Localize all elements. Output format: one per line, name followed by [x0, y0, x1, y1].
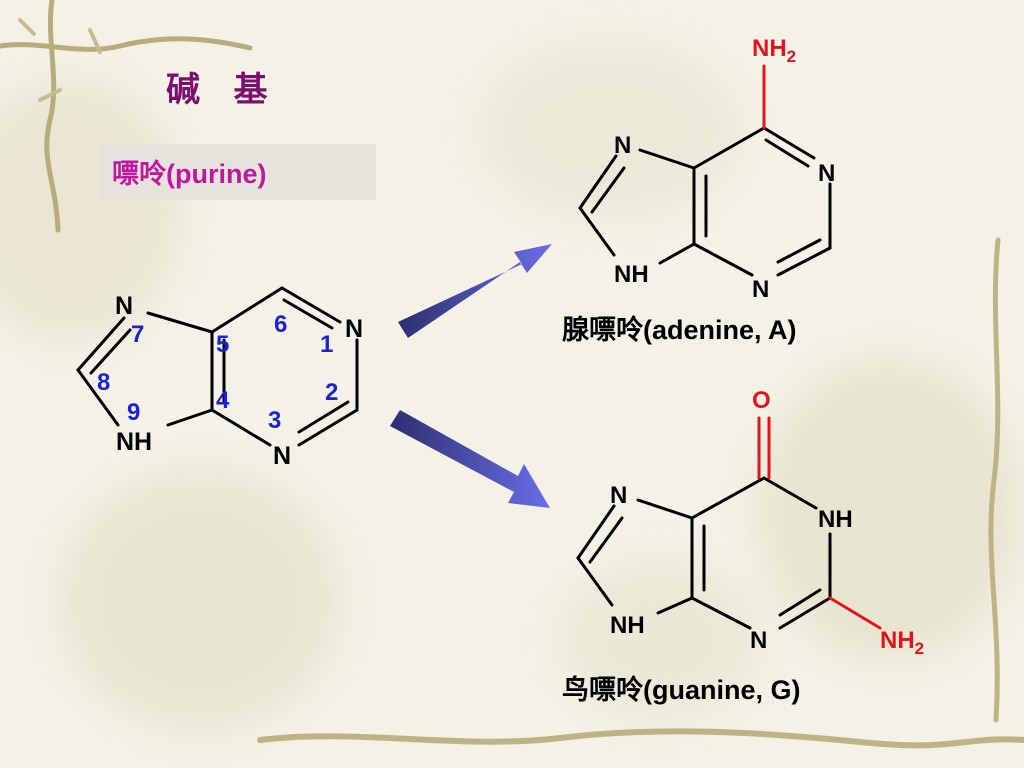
atom-number-7: 7 — [131, 321, 144, 348]
guanine-atom-nh9: NH — [610, 612, 645, 639]
guanine-atoms: O N NH NH N NH2 — [610, 387, 924, 658]
atom-n1: N — [345, 315, 363, 343]
purine-atoms: N N N NH — [115, 292, 363, 470]
guanine-atom-n7: N — [610, 482, 627, 509]
atom-number-2: 2 — [325, 379, 338, 406]
guanine-carbonyl-bond — [757, 416, 771, 480]
arrow-to-guanine — [390, 410, 550, 508]
atom-n7: N — [115, 292, 133, 320]
atom-number-3: 3 — [268, 407, 281, 434]
guanine-atom-nh1: NH — [818, 506, 853, 533]
atom-number-9: 9 — [127, 399, 140, 426]
slide-title: 碱 基 — [166, 71, 280, 109]
guanine-caption: 鸟嘌呤(guanine, G) — [562, 675, 801, 705]
atom-n3: N — [273, 442, 291, 470]
guanine-atom-n3: N — [750, 627, 767, 654]
purine-atom-numbers: 1 2 3 4 5 6 7 8 9 — [97, 311, 338, 434]
purine-bonds — [76, 286, 359, 447]
arrow-to-adenine — [398, 244, 552, 338]
guanine-amino-bond — [828, 596, 882, 630]
guanine-amino-group: NH2 — [880, 627, 924, 658]
purine-label: 嘌呤(purine) — [112, 159, 267, 189]
atom-nh9: NH — [116, 428, 152, 456]
atom-number-6: 6 — [274, 311, 287, 338]
guanine-atom-o: O — [752, 387, 771, 414]
adenine-amino-group: NH2 — [752, 35, 796, 66]
adenine-caption: 腺嘌呤(adenine, A) — [562, 315, 797, 345]
atom-number-5: 5 — [216, 331, 229, 358]
atom-number-1: 1 — [320, 331, 333, 358]
adenine-atom-n3: N — [752, 276, 769, 303]
guanine-bonds — [576, 476, 832, 630]
adenine-atom-n1: N — [818, 160, 835, 187]
adenine-atom-nh9: NH — [614, 261, 649, 288]
purine-label-box — [100, 144, 376, 200]
adenine-bonds — [578, 126, 832, 277]
atom-number-8: 8 — [97, 369, 110, 396]
adenine-atoms: N N NH N NH2 — [614, 35, 835, 303]
atom-number-4: 4 — [216, 387, 230, 414]
adenine-atom-n7: N — [614, 132, 631, 159]
